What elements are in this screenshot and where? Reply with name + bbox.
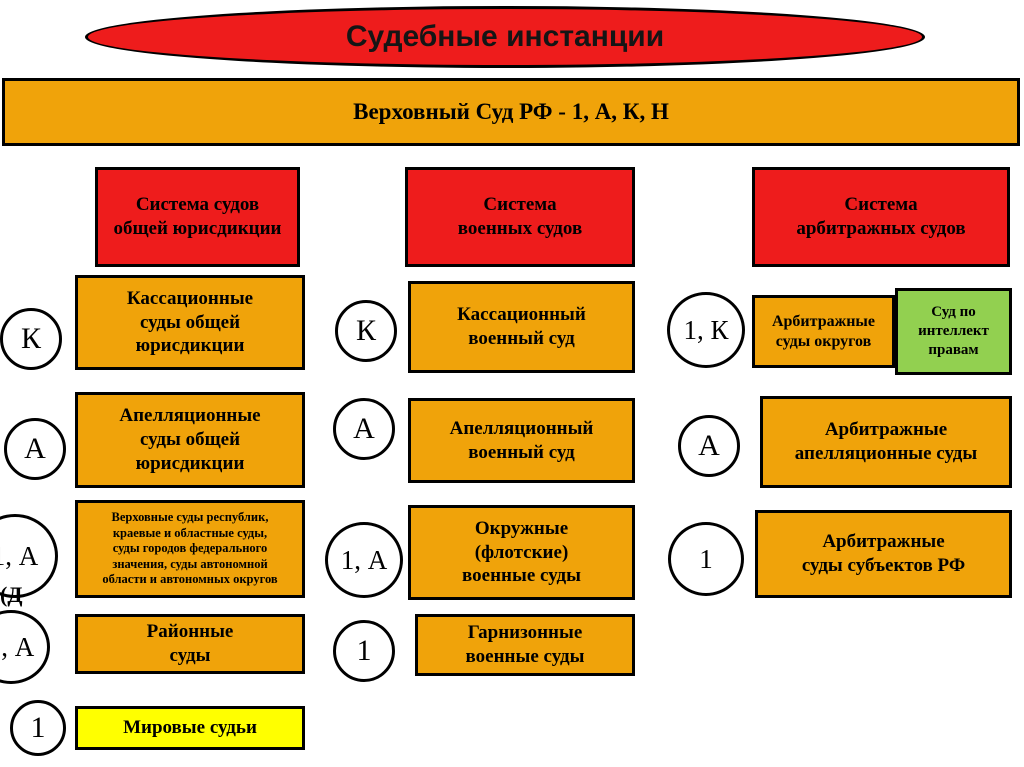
box-label: Верховные суды республик, краевые и обла… bbox=[102, 509, 278, 587]
badge-circle-military-cassation: К bbox=[335, 300, 397, 362]
badge-circle-arbitration-subjects: 1 bbox=[668, 522, 744, 596]
box-label: Окружные (флотские) военные суды bbox=[462, 517, 581, 587]
box-label: Апелляционный военный суд bbox=[449, 417, 594, 463]
box-label: Кассационный военный суд bbox=[457, 304, 586, 349]
box-magistrate-judges: Мировые судьи bbox=[75, 706, 305, 750]
box-label: Гарнизонные военные суды bbox=[465, 622, 585, 667]
box-general-regional-courts: Верховные суды республик, краевые и обла… bbox=[75, 500, 305, 598]
header-label: Система арбитражных судов bbox=[796, 194, 966, 239]
badge-label: 1, А bbox=[340, 544, 388, 575]
box-arbitration-okrug-courts: Арбитражные суды округов bbox=[752, 295, 895, 368]
badge-label: 1, А bbox=[0, 631, 35, 662]
box-military-cassation-court: Кассационный военный суд bbox=[408, 281, 635, 373]
clipped-text-fragment: (Д bbox=[0, 582, 22, 608]
badge-circle-arbitration-okrug: 1, К bbox=[667, 292, 745, 368]
box-military-appeal-court: Апелляционный военный суд bbox=[408, 398, 635, 483]
header-arbitration-courts: Система арбитражных судов bbox=[752, 167, 1010, 267]
badge-circle-general-cassation: К bbox=[0, 308, 62, 370]
badge-label: 1, К bbox=[683, 314, 729, 345]
badge-circle-military-garrison: 1 bbox=[333, 620, 395, 682]
box-arbitration-subject-courts: Арбитражные суды субъектов РФ bbox=[755, 510, 1012, 598]
badge-circle-general-appeal: А bbox=[4, 418, 66, 480]
badge-label: А bbox=[24, 432, 46, 465]
box-intellectual-property-court: Суд по интеллект правам bbox=[895, 288, 1012, 375]
box-military-okrug-courts: Окружные (флотские) военные суды bbox=[408, 505, 635, 600]
badge-circle-arbitration-appeal: А bbox=[678, 415, 740, 477]
box-label: Суд по интеллект правам bbox=[918, 304, 989, 358]
box-district-courts: Районные суды bbox=[75, 614, 305, 674]
box-garrison-military-courts: Гарнизонные военные суды bbox=[415, 614, 635, 676]
box-label: Арбитражные суды субъектов РФ bbox=[801, 531, 966, 576]
box-general-cassation-courts: Кассационные суды общей юрисдикции bbox=[75, 275, 305, 370]
header-general-jurisdiction: Система судов общей юрисдикции bbox=[95, 167, 300, 267]
badge-label: 1 bbox=[699, 543, 713, 574]
supreme-court-label: Верховный Суд РФ - 1, А, К, Н bbox=[353, 99, 669, 124]
header-label: Система военных судов bbox=[457, 194, 583, 239]
box-label: Апелляционные суды общей юрисдикции bbox=[119, 405, 261, 474]
box-label: Кассационные суды общей юрисдикции bbox=[126, 287, 254, 357]
badge-label: 1 bbox=[30, 711, 46, 744]
fragment-label: (Д bbox=[0, 582, 23, 607]
diagram-title-ellipse: Судебные инстанции bbox=[85, 6, 925, 68]
badge-label: А bbox=[698, 429, 720, 462]
badge-label: А bbox=[353, 412, 375, 445]
header-label: Система судов общей юрисдикции bbox=[113, 194, 282, 239]
badge-circle-military-okrug: 1, А bbox=[325, 522, 403, 598]
badge-label: К bbox=[20, 322, 41, 355]
header-military-courts: Система военных судов bbox=[405, 167, 635, 267]
badge-circle-magistrates: 1 bbox=[10, 700, 66, 756]
badge-label: К bbox=[355, 314, 376, 347]
badge-circle-general-district: 1, А bbox=[0, 610, 50, 684]
box-label: Арбитражные суды округов bbox=[771, 312, 876, 350]
box-label: Районные суды bbox=[146, 621, 234, 666]
diagram-title: Судебные инстанции bbox=[345, 20, 665, 53]
box-arbitration-appeal-courts: Арбитражные апелляционные суды bbox=[760, 396, 1012, 488]
box-label: Арбитражные апелляционные суды bbox=[794, 419, 978, 464]
badge-label: 1 bbox=[356, 634, 372, 667]
badge-label: 1, А bbox=[0, 540, 39, 571]
box-general-appeal-courts: Апелляционные суды общей юрисдикции bbox=[75, 392, 305, 488]
supreme-court-banner: Верховный Суд РФ - 1, А, К, Н bbox=[2, 78, 1020, 146]
box-label: Мировые судьи bbox=[123, 717, 257, 739]
badge-circle-military-appeal: А bbox=[333, 398, 395, 460]
